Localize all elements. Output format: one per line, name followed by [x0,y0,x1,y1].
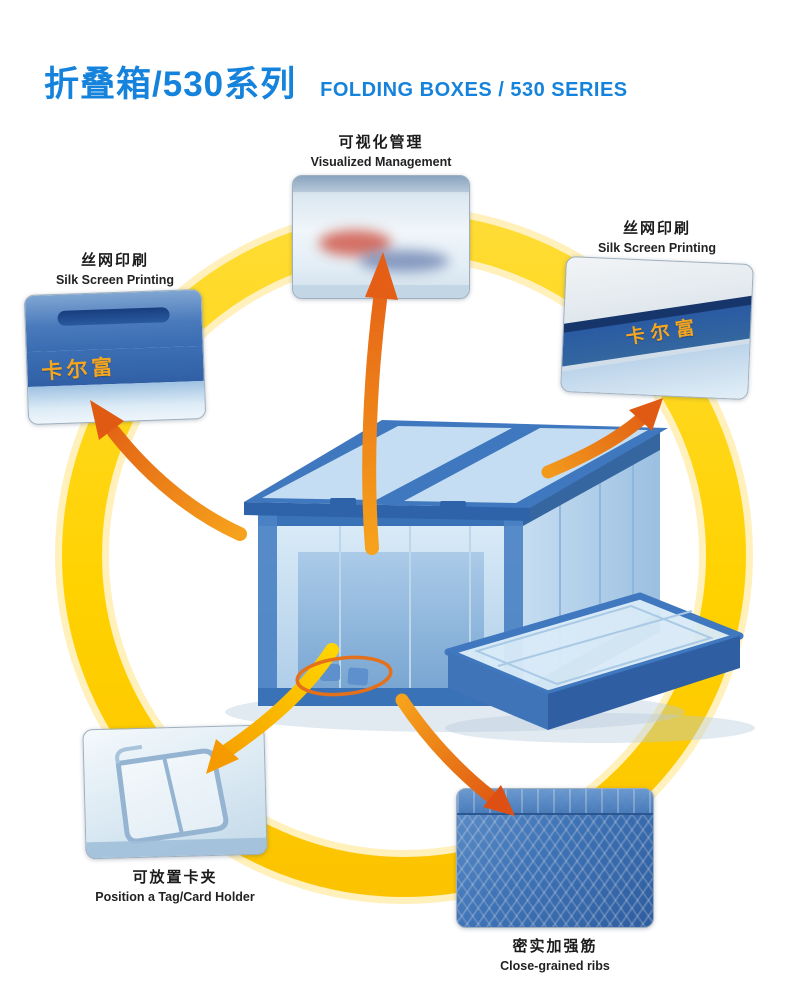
box-corner-left [258,506,277,706]
flat-box-shadow [445,713,755,743]
printed-brand-text: 卡尔富 [624,316,702,349]
card-holder-photo [82,724,268,860]
box-floor-detail [293,285,469,298]
label-ribs-cn: 密实加强筋 [512,938,598,955]
label-silk-left-cn: 丝网印刷 [80,252,149,269]
contents-blue-detail [359,250,449,272]
label-card-holder-en: Position a Tag/Card Holder [95,890,255,904]
lid-clip-left [330,498,356,508]
label-silk-left-en: Silk Screen Printing [55,273,175,287]
label-silk-right-en: Silk Screen Printing [597,241,717,255]
label-silk-right-cn: 丝网印刷 [622,220,691,237]
silk-screen-right-photo: 卡尔富 [560,255,754,401]
page-header: 折叠箱/530系列 FOLDING BOXES / 530 SERIES [44,56,628,107]
callout-caption: 可放置卡夹 Position a Tag/Card Holder [84,866,266,904]
flat-box-side [548,636,740,730]
card-holder-wireframe [86,744,267,859]
ribs-texture-photo [456,788,654,928]
callout-silk-screen-right: 丝网印刷 Silk Screen Printing 卡尔富 [560,217,754,401]
card-clip-right [347,667,369,686]
lid-panel-left [262,426,512,500]
card-clip-left [320,664,340,681]
page-subtitle: FOLDING BOXES / 530 SERIES [320,79,628,101]
label-visualized-cn: 可视化管理 [338,134,424,151]
callout-caption: 丝网印刷 Silk Screen Printing [26,249,204,287]
callout-caption: 丝网印刷 Silk Screen Printing [563,217,751,255]
callout-caption: 密实加强筋 Close-grained ribs [456,935,654,973]
callout-visualized-management: 可视化管理 Visualized Management [292,131,470,299]
box-rim-detail [293,176,469,192]
label-visualized-en: Visualized Management [310,155,452,169]
callout-card-holder: 可放置卡夹 Position a Tag/Card Holder [82,724,268,904]
silk-screen-left-photo: 卡尔富 [23,288,207,426]
callout-caption: 可视化管理 Visualized Management [292,131,470,169]
callout-silk-screen-left: 丝网印刷 Silk Screen Printing 卡尔富 [23,249,207,426]
transparent-wall-detail [27,380,206,425]
ribs-rim-detail [457,789,653,815]
lid-clip-right [440,501,466,511]
visualized-management-photo [292,175,470,299]
callout-ribs: 密实加强筋 Close-grained ribs [456,788,654,973]
flat-box-front [448,652,548,730]
label-ribs-en: Close-grained ribs [500,959,610,973]
handle-slot-detail [57,306,171,326]
page-title: 折叠箱/530系列 [44,65,297,104]
printed-brand-text: 卡尔富 [40,355,118,384]
folded-flat-box [444,592,755,743]
box-wall-detail [24,289,203,353]
label-card-holder-cn: 可放置卡夹 [132,869,218,886]
